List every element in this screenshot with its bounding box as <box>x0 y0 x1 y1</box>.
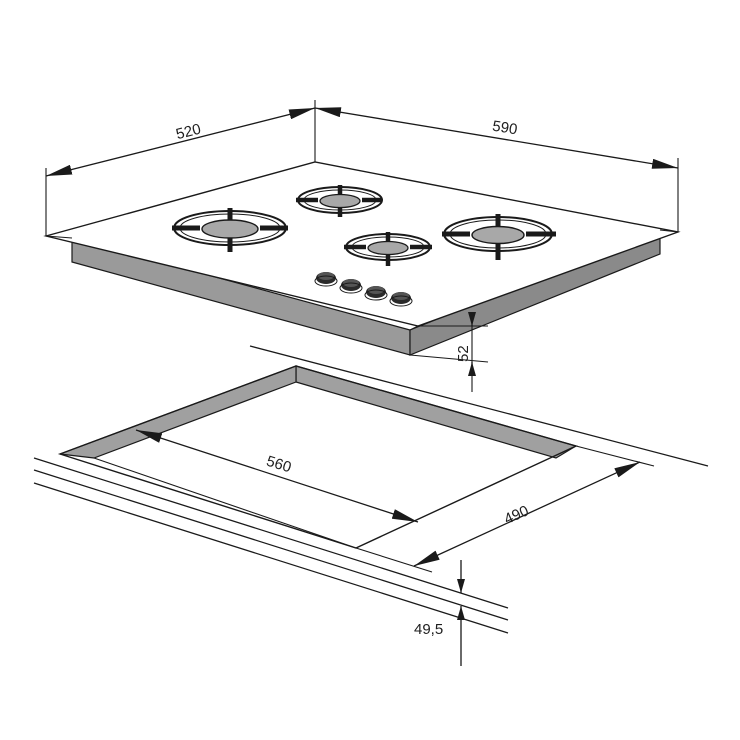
dimension-cutout-width: 560 <box>135 429 419 523</box>
burner-right <box>442 214 556 260</box>
burner-front-center <box>344 232 432 266</box>
label-hob-width: 590 <box>491 118 518 139</box>
hob-bevel-left <box>45 235 73 239</box>
dimension-hob-width: 590 <box>314 107 679 232</box>
label-hob-depth: 520 <box>174 121 202 144</box>
worktop-top-front-edge <box>33 457 509 609</box>
label-hob-height: 52 <box>455 345 472 362</box>
worktop <box>33 345 709 634</box>
worktop-bottom-front-edge <box>33 482 509 634</box>
label-worktop-thickness: 49,5 <box>414 621 443 638</box>
hob-glass-top <box>43 161 681 327</box>
dimension-cutout-depth: 490 <box>355 445 655 573</box>
knob-3 <box>364 286 388 301</box>
knob-4 <box>389 292 413 307</box>
label-cutout-width: 560 <box>264 453 293 477</box>
burner-front-left <box>172 208 288 252</box>
knob-1 <box>314 272 338 287</box>
hob <box>43 161 681 356</box>
dimension-hob-height: 52 <box>409 312 489 392</box>
hob-bevel-right <box>659 229 679 233</box>
burner-rear-center <box>296 185 383 217</box>
worktop-mid-front-edge <box>33 469 509 621</box>
worktop-back-edge <box>249 345 709 467</box>
dimension-worktop-thickness: 49,5 <box>414 560 465 666</box>
label-cutout-depth: 490 <box>502 502 532 528</box>
hob-bevel-front <box>409 325 419 331</box>
cutout-front-inner <box>93 457 357 549</box>
knob-2 <box>339 279 363 294</box>
cutout-rear-wall <box>295 365 578 459</box>
cutout-outline <box>57 365 579 549</box>
control-knobs <box>314 272 413 307</box>
